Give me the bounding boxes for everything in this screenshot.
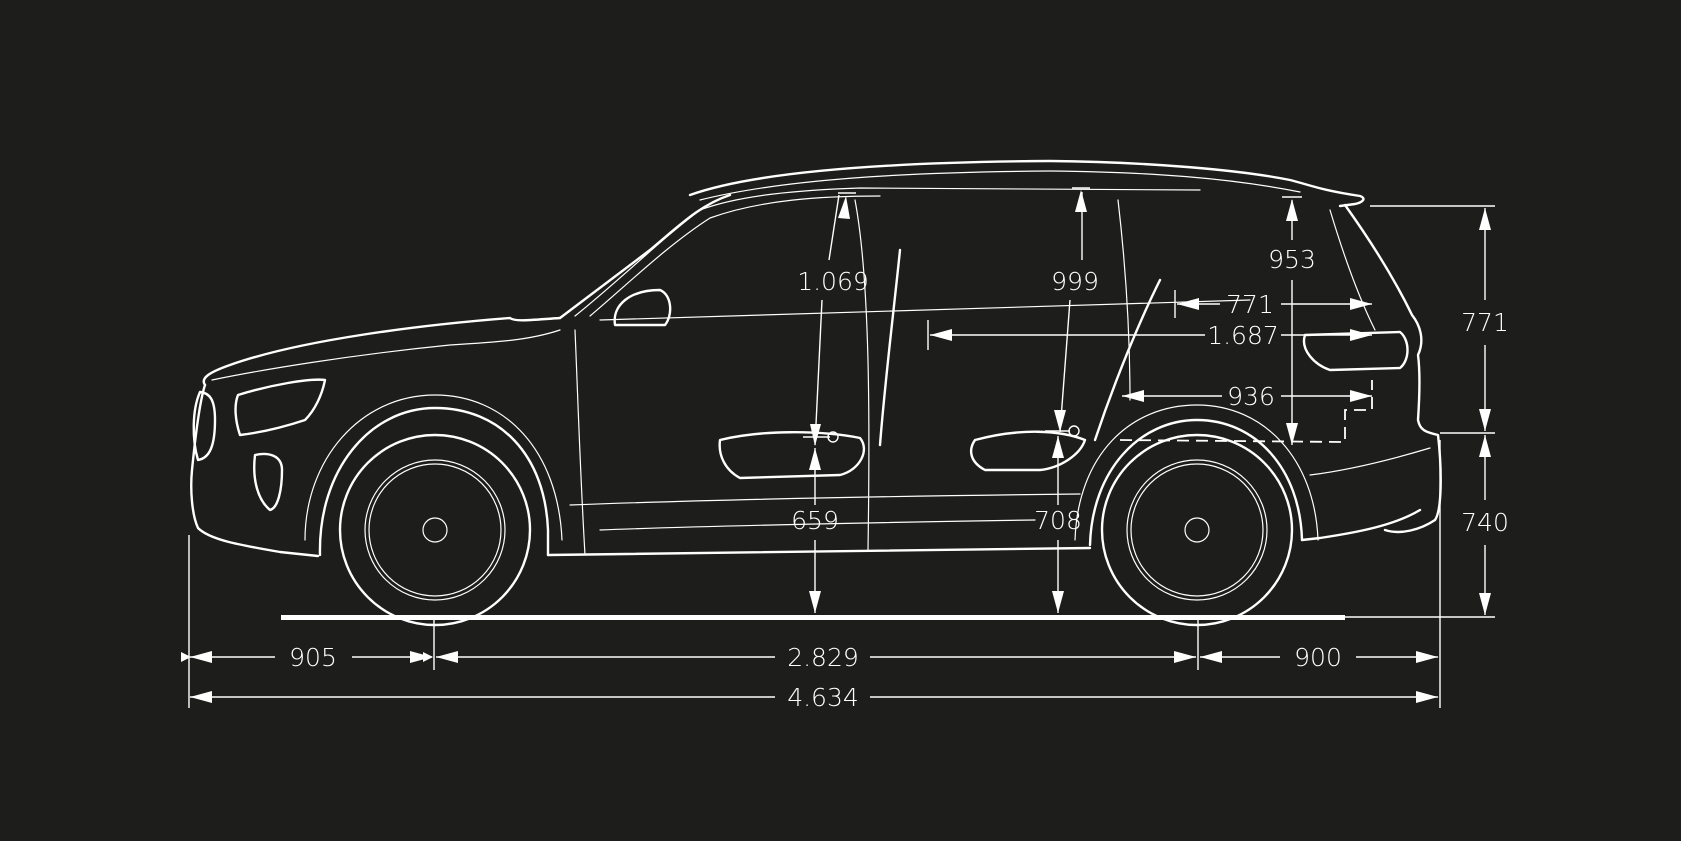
dim-headroom-third-row: 953: [1268, 196, 1316, 445]
dim-loading-length-lower: 936: [1122, 382, 1372, 411]
label-headroom-third-row: 953: [1268, 245, 1316, 274]
label-loading-length-middle: 1.687: [1207, 321, 1279, 350]
ground-line: [281, 615, 1345, 620]
label-rear-overhang: 900: [1294, 643, 1342, 672]
dim-loading-length-middle: 1.687: [927, 320, 1372, 350]
label-front-overhang: 905: [289, 643, 337, 672]
vehicle-outline: [190, 159, 1442, 627]
dim-loading-length-upper: 771: [1174, 290, 1372, 319]
dim-rear-lower-height: 740: [1461, 435, 1509, 615]
dim-rear-upper-height: 771: [1461, 208, 1509, 431]
dim-wheelbase: 2.829: [436, 643, 1196, 672]
label-rear-upper-height: 771: [1461, 308, 1509, 337]
label-headroom-front: 1.069: [797, 267, 869, 296]
label-loading-length-upper: 771: [1226, 290, 1274, 319]
label-loading-length-lower: 936: [1227, 382, 1275, 411]
label-headroom-second-row: 999: [1051, 267, 1099, 296]
label-rear-lower-height: 740: [1461, 508, 1509, 537]
dim-headroom-second-row: 999: [1051, 187, 1099, 433]
label-seat-height-second-row: 708: [1034, 506, 1082, 535]
dim-seat-height-second-row: 708: [1034, 425, 1082, 613]
label-wheelbase: 2.829: [787, 643, 859, 672]
dim-seat-height-front: 659: [791, 431, 839, 613]
dim-rear-overhang: 900: [1200, 643, 1438, 672]
extension-lines: [188, 205, 1495, 708]
dim-front-overhang: 905: [181, 643, 433, 672]
label-seat-height-front: 659: [791, 506, 839, 535]
label-overall-length: 4.634: [787, 683, 859, 712]
dim-headroom-front: 1.069: [797, 192, 869, 446]
dim-overall-length: 4.634: [190, 683, 1438, 712]
